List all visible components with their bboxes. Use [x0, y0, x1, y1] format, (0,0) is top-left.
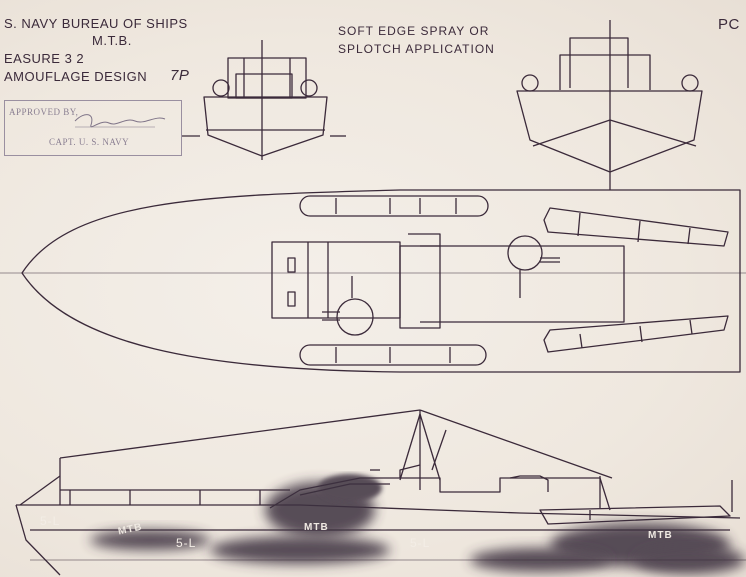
approval-stamp: APPROVED BY, CAPT. U. S. NAVY: [4, 100, 182, 156]
header-line1: S. NAVY BUREAU OF SHIPS: [4, 16, 188, 31]
header-line2: M.T.B.: [92, 33, 132, 48]
signature-icon: [74, 114, 166, 128]
mtb-label-mid: MTB: [304, 522, 329, 533]
hull-label-mid-forward: 5-L: [176, 536, 197, 550]
mtb-label-aft: MTB: [648, 530, 673, 541]
design-code: 7P: [170, 67, 190, 84]
stamp-title: CAPT. U. S. NAVY: [49, 137, 130, 147]
note-line1: SOFT EDGE SPRAY OR: [338, 24, 490, 38]
hull-label-mid-aft: 5-L: [410, 536, 431, 550]
bow-view-large: [516, 20, 703, 190]
corner-code: PC: [718, 16, 740, 33]
hull-label-bow: 5-L: [40, 514, 61, 528]
header-line4: AMOUFLAGE DESIGN: [4, 69, 148, 84]
bow-view-small: [182, 40, 346, 160]
note-line2: SPLOTCH APPLICATION: [338, 42, 495, 56]
plan-view: [0, 189, 746, 373]
camouflage-splotches: [90, 474, 745, 574]
stamp-approved: APPROVED BY,: [9, 107, 79, 117]
header-line3: EASURE 3 2: [4, 51, 85, 66]
